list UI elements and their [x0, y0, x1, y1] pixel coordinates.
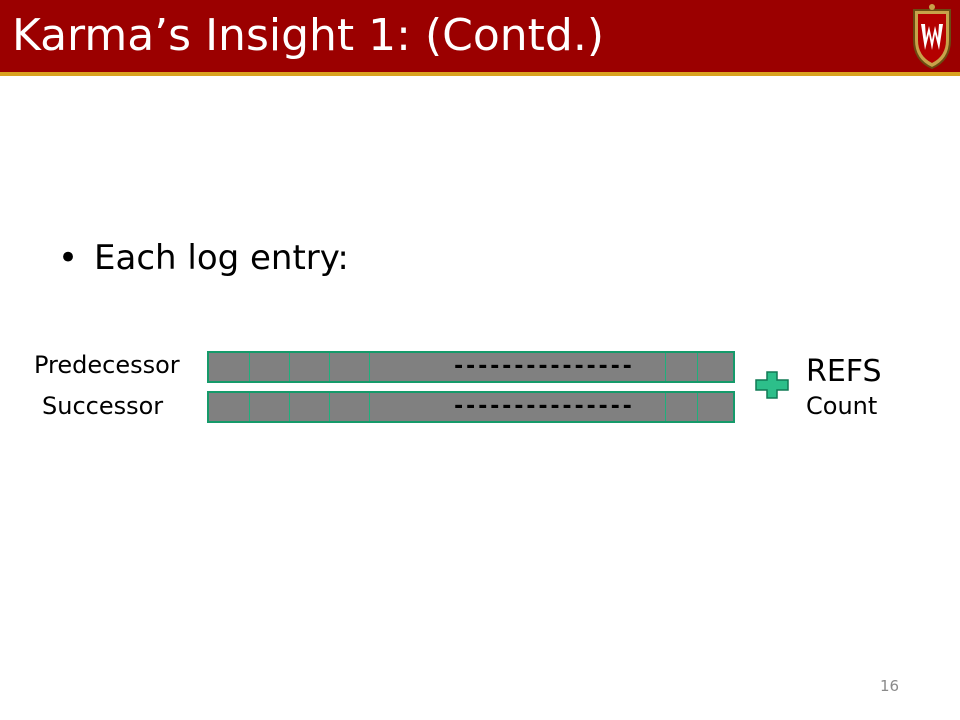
page-number: 16	[880, 677, 900, 695]
slide-title: Karma’s Insight 1: (Contd.)	[12, 10, 604, 61]
cell-divider	[665, 393, 666, 421]
university-crest-icon	[913, 4, 951, 70]
plus-icon	[755, 371, 789, 399]
cell-divider	[665, 353, 666, 381]
bullet-point: • Each log entry:	[58, 236, 349, 280]
cell-divider	[249, 353, 250, 381]
cell-divider	[249, 393, 250, 421]
cell-divider	[697, 353, 698, 381]
cell-divider	[289, 353, 290, 381]
successor-label: Successor	[42, 392, 164, 420]
successor-dashes: ---------------	[452, 394, 634, 419]
bullet-text: Each log entry:	[94, 238, 349, 278]
cell-divider	[329, 353, 330, 381]
cell-divider	[329, 393, 330, 421]
successor-entry-bar: ---------------	[207, 391, 735, 423]
cell-divider	[369, 393, 370, 421]
predecessor-dashes: ---------------	[452, 354, 634, 379]
bullet-dot: •	[58, 238, 79, 278]
count-label: Count	[806, 392, 878, 420]
cell-divider	[369, 353, 370, 381]
predecessor-label: Predecessor	[34, 351, 180, 379]
cell-divider	[289, 393, 290, 421]
cell-divider	[697, 393, 698, 421]
predecessor-entry-bar: ---------------	[207, 351, 735, 383]
title-bar: Karma’s Insight 1: (Contd.)	[0, 0, 960, 76]
refs-label: REFS	[806, 354, 882, 389]
